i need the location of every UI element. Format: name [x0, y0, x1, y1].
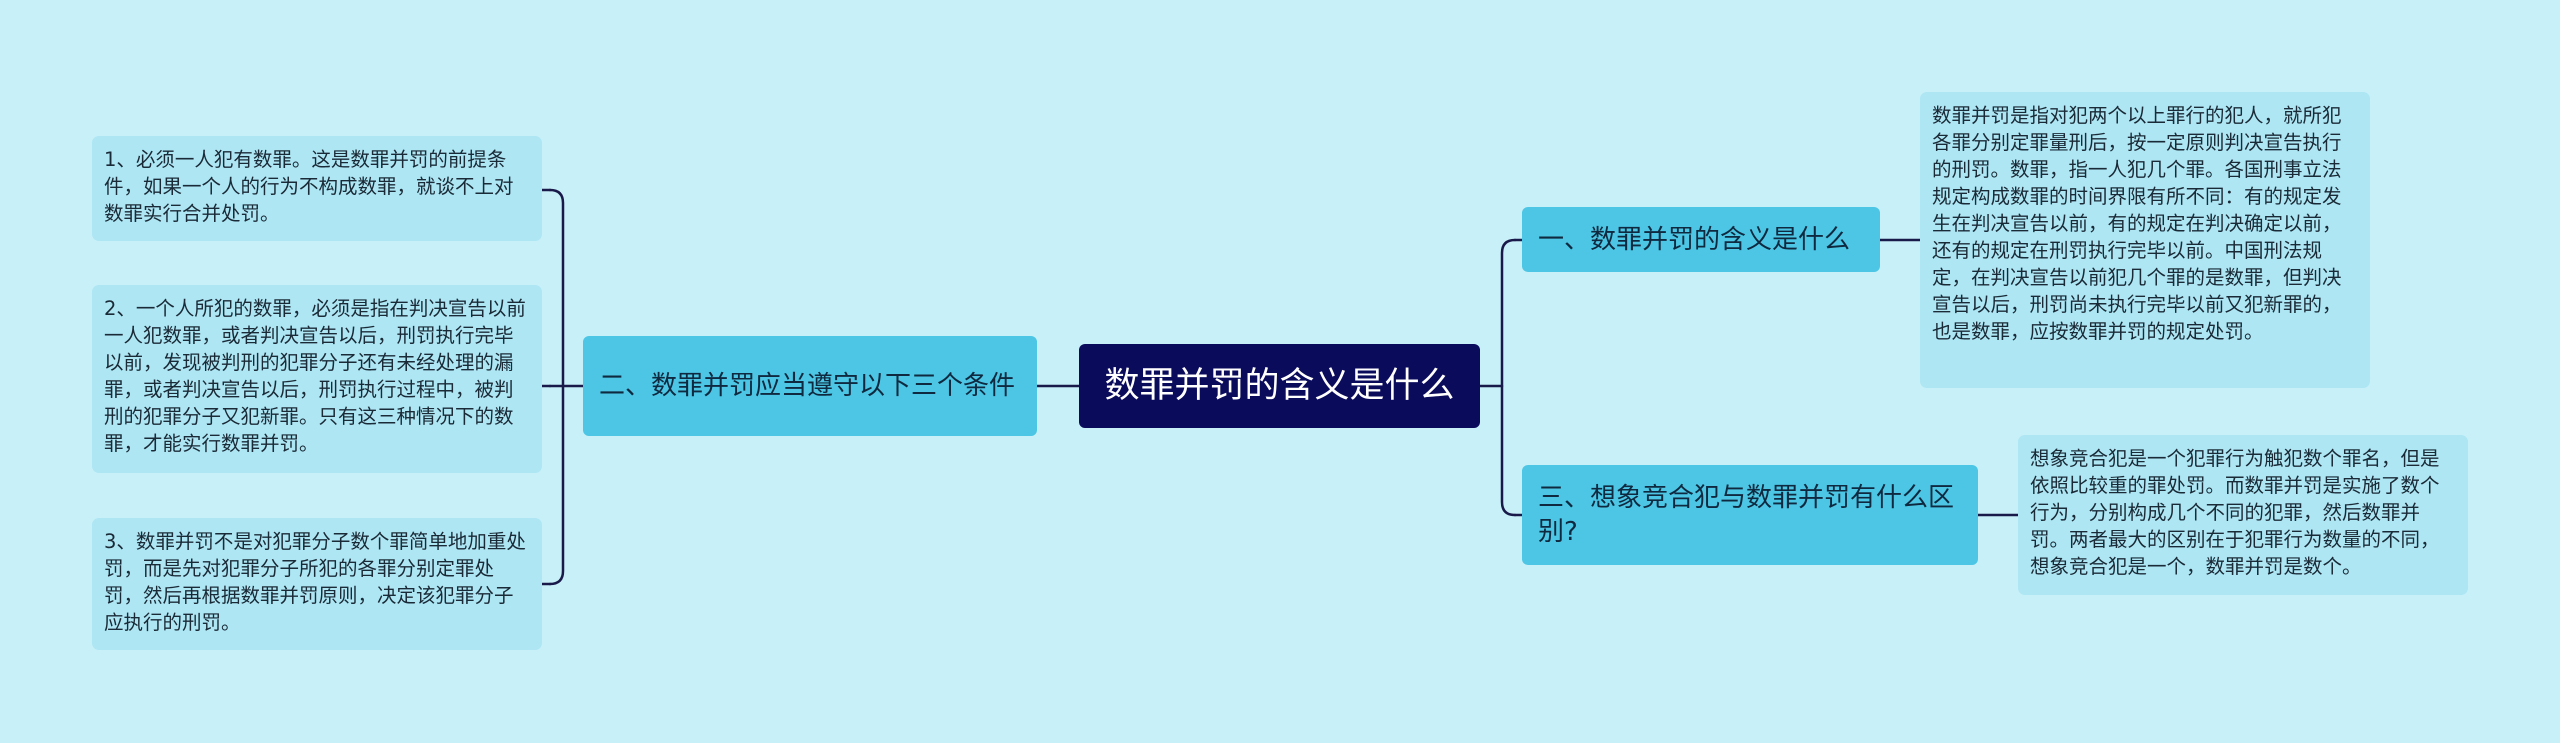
leaf-definition[interactable]: 数罪并罚是指对犯两个以上罪行的犯人，就所犯各罪分别定罪量刑后，按一定原则判决宣告…: [1920, 92, 2370, 388]
branch-conditions-label: 二、数罪并罚应当遵守以下三个条件: [599, 371, 1016, 401]
branch-definition-label: 一、数罪并罚的含义是什么: [1538, 224, 1851, 255]
leaf-condition-1[interactable]: 1、必须一人犯有数罪。这是数罪并罚的前提条件，如果一个人的行为不构成数罪，就谈不…: [92, 136, 542, 241]
branch-difference[interactable]: 三、想象竞合犯与数罪并罚有什么区别?: [1522, 465, 1978, 565]
branch-conditions[interactable]: 二、数罪并罚应当遵守以下三个条件: [583, 336, 1037, 436]
connector-right-bracket: [1500, 238, 1517, 517]
leaf-condition-2[interactable]: 2、一个人所犯的数罪，必须是指在判决宣告以前一人犯数罪，或者判决宣告以后，刑罚执…: [92, 285, 542, 473]
branch-difference-label: 三、想象竞合犯与数罪并罚有什么区别?: [1538, 483, 1955, 547]
root-topic[interactable]: 数罪并罚的含义是什么: [1079, 344, 1480, 428]
leaf-difference[interactable]: 想象竞合犯是一个犯罪行为触犯数个罪名，但是依照比较重的罪处罚。而数罪并罚是实施了…: [2018, 435, 2468, 595]
leaf-condition-3[interactable]: 3、数罪并罚不是对犯罪分子数个罪简单地加重处罚，而是先对犯罪分子所犯的各罪分别定…: [92, 518, 542, 650]
branch-definition[interactable]: 一、数罪并罚的含义是什么: [1522, 207, 1880, 272]
